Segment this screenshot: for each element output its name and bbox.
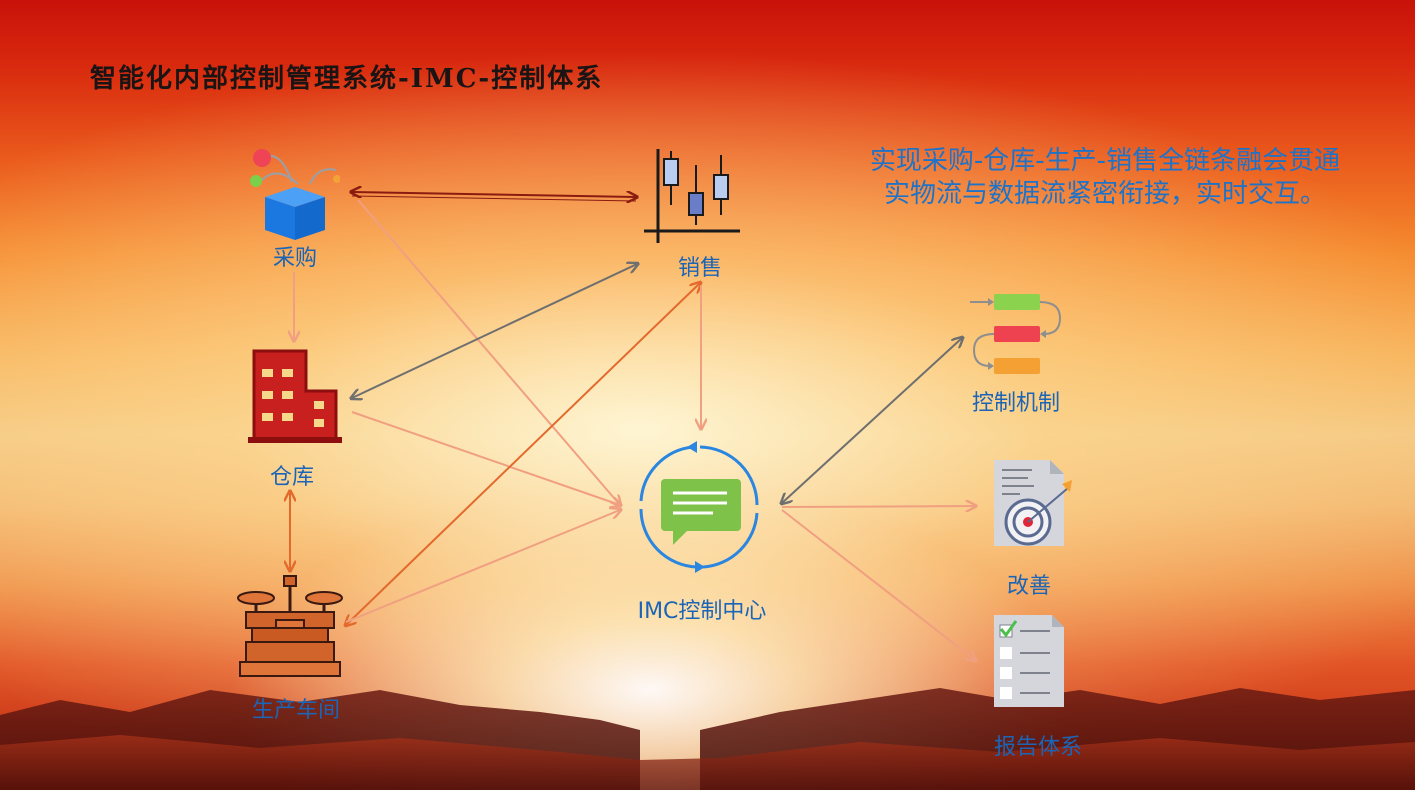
description-line-2: 实物流与数据流紧密衔接，实时交互。 [883, 179, 1326, 209]
report-checklist-icon [994, 615, 1064, 707]
workshop-scale-icon [237, 575, 343, 677]
node-label-purchase: 采购 [272, 246, 318, 271]
node-label-control-mechanism: 控制机制 [971, 391, 1061, 416]
description-line-1: 实现采购-仓库-生产-销售全链条融会贯通 [869, 146, 1341, 176]
node-label-imc-center: IMC控制中心 [637, 599, 767, 624]
arrow-workshop-sales [346, 283, 700, 625]
arrow-imc-report [781, 509, 975, 660]
page-title: 智能化内部控制管理系统-IMC-控制体系 [90, 64, 604, 94]
description: 实现采购-仓库-生产-销售全链条融会贯通 实物流与数据流紧密衔接，实时交互。 [845, 145, 1365, 211]
sales-candlestick-icon [644, 149, 740, 243]
control-mechanism-flow-icon [970, 294, 1062, 374]
improvement-target-icon [994, 460, 1072, 546]
node-label-improvement: 改善 [1006, 574, 1052, 599]
arrow-workshop-imc [345, 510, 620, 623]
warehouse-building-icon [248, 349, 342, 443]
purchase-box-icon [250, 149, 340, 240]
arrow-imc-control [782, 338, 962, 503]
node-label-sales: 销售 [677, 256, 723, 281]
node-label-workshop: 生产车间 [251, 698, 341, 723]
imc-center-message-icon [639, 441, 759, 573]
node-label-warehouse: 仓库 [269, 465, 315, 490]
arrow-imc-improve [781, 506, 975, 507]
arrow-warehouse-sales [352, 264, 637, 398]
node-label-report-system: 报告体系 [993, 735, 1083, 760]
arrow-purchase-sales [352, 192, 636, 201]
